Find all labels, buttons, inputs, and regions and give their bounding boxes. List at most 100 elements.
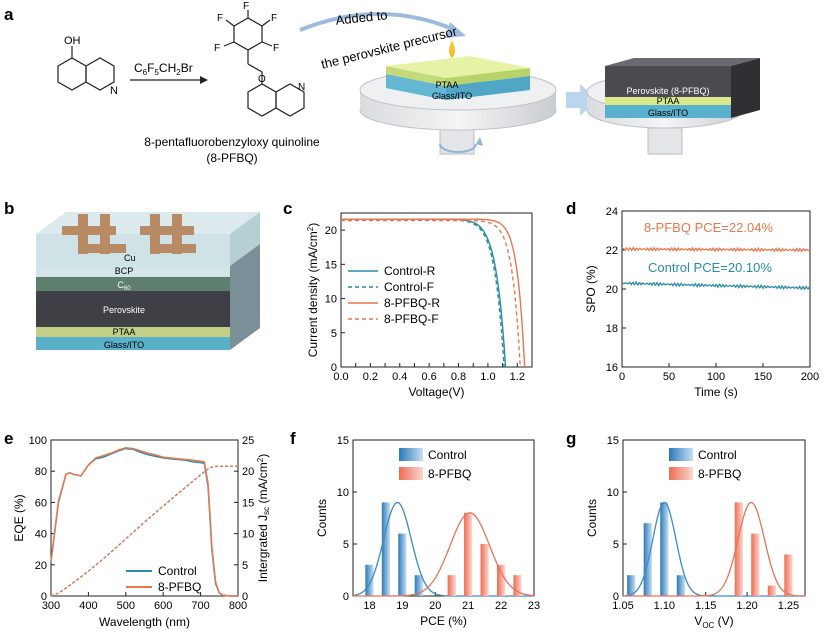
- hist-bar-8-PFBQ: [513, 575, 522, 596]
- x-tick-label: 0.2: [363, 371, 378, 383]
- atom-f-5: F: [273, 43, 279, 54]
- x-tick-label: 21: [462, 600, 474, 612]
- y-tick-label: 24: [606, 206, 618, 218]
- y-tick-label: 100: [29, 435, 47, 447]
- atom-o: O: [258, 74, 266, 85]
- x-tick-label: 700: [191, 600, 209, 612]
- x-tick-label: 1.10: [654, 600, 675, 612]
- layer-ptaa-b: PTAA: [113, 327, 136, 337]
- hist-bar-Control: [627, 575, 636, 596]
- x-tick-label: 1.15: [695, 600, 716, 612]
- legend-label-8-PFBQ: 8-PFBQ: [428, 467, 471, 481]
- y-axis-label: Counts: [315, 499, 329, 537]
- y2-label-part: ): [256, 454, 270, 458]
- jv-curve-8-PFBQ-F: [341, 219, 521, 368]
- atom-n-1: N: [110, 85, 118, 97]
- x-axis-label: Time (s): [694, 385, 738, 399]
- y-axis-label-sup: 2: [306, 226, 315, 231]
- y-tick-label: 40: [35, 529, 47, 541]
- panel-label-b: b: [4, 199, 14, 218]
- x-tick-label: 22: [495, 600, 507, 612]
- layer-c60: C60: [117, 280, 131, 292]
- y2-label-part: (mA/cm: [256, 462, 270, 507]
- x-tick-label: 23: [528, 600, 540, 612]
- reagent-label: C6F5CH2Br: [134, 61, 193, 77]
- y-tick-label: 18: [606, 323, 618, 335]
- hist-bar-Control: [414, 575, 423, 596]
- added-arrow: [299, 12, 456, 32]
- x-tick-label: 500: [117, 600, 135, 612]
- x-tick-label: 200: [801, 371, 819, 383]
- process-arrow: [566, 84, 598, 116]
- hist-bar-8-PFBQ: [784, 554, 793, 596]
- x-tick-label: 600: [154, 600, 172, 612]
- legend-label-Control: Control: [158, 564, 197, 578]
- legend-swatch-8-PFBQ: [399, 467, 423, 480]
- x-axis-label: Voltage(V): [408, 385, 464, 399]
- y2-tick-label: 10: [242, 529, 254, 541]
- annotation-pfbq: 8-PFBQ PCE=22.04%: [644, 220, 773, 235]
- atom-f-4: F: [214, 43, 220, 54]
- legend-label-Control-F: Control-F: [384, 280, 434, 294]
- panel-label-d: d: [566, 199, 576, 218]
- y-axis-label-end: ): [306, 223, 320, 227]
- hist-bar-Control: [381, 502, 391, 596]
- y-axis-label: EQE (%): [12, 494, 26, 541]
- x-tick-label: 0.8: [451, 371, 466, 383]
- x-axis-label: VOC (V): [694, 614, 733, 630]
- x-axis-label-main: PCE (%): [420, 614, 467, 628]
- hist-bar-8-PFBQ: [734, 502, 743, 596]
- layer-ito: Glass/ITO: [432, 91, 472, 101]
- y2-tick-label: 25: [242, 435, 254, 447]
- y-tick-label: 5: [331, 328, 337, 340]
- y-tick-label: 0: [41, 591, 47, 603]
- x-tick-label: 19: [396, 600, 408, 612]
- y2-label-part: 2: [256, 457, 265, 462]
- y-tick-label: 15: [325, 259, 337, 271]
- y-tick-label: 0: [331, 362, 337, 374]
- y2-tick-label: 20: [242, 466, 254, 478]
- legend-swatch-8-PFBQ: [669, 467, 693, 480]
- y2-axis-label: Intergrated Jsc (mA/cm2): [256, 454, 271, 583]
- product-abbr: (8-PFBQ): [206, 151, 257, 165]
- hist-bar-Control: [398, 533, 407, 596]
- x-tick-label: 1.25: [778, 600, 799, 612]
- y-tick-label: 10: [337, 487, 349, 499]
- layer-bcp: BCP: [115, 266, 134, 276]
- panel-label-f: f: [290, 429, 296, 448]
- hist-bar-8-PFBQ: [447, 575, 456, 596]
- jv-curve-8-PFBQ-R: [341, 218, 526, 368]
- added-line1: Added to: [335, 7, 388, 27]
- y-tick-label: 0: [613, 591, 619, 603]
- panel-c-jv-curves: 0.00.10.20.30.40.50.60.70.80.91.01.11.20…: [306, 212, 533, 399]
- y2-tick-label: 5: [242, 560, 248, 572]
- x-tick-label: 20: [429, 600, 441, 612]
- hist-bar-8-PFBQ: [480, 544, 489, 596]
- integrated-jsc-8-PFBQ: [50, 465, 238, 597]
- panel-label-e: e: [4, 429, 13, 448]
- x-axis-label-sub: OC: [702, 621, 714, 630]
- x-tick-label: 1.0: [480, 371, 495, 383]
- x-tick-label: 300: [42, 600, 60, 612]
- y-axis-label: Counts: [585, 499, 599, 537]
- legend-label-8-PFBQ: 8-PFBQ: [158, 580, 201, 594]
- legend-label-8-PFBQ-F: 8-PFBQ-F: [384, 312, 439, 326]
- y-axis-label: Current density (mA/cm2): [306, 223, 320, 357]
- x-tick-label: 0.6: [422, 371, 437, 383]
- y-tick-label: 10: [607, 487, 619, 499]
- x-tick-label: 0.0: [333, 371, 348, 383]
- hist-bar-8-PFBQ: [496, 564, 506, 596]
- atom-n-2: N: [298, 82, 305, 93]
- y-axis-label-main: Current density (mA/cm: [306, 231, 320, 357]
- added-arrowhead: [446, 22, 466, 38]
- pfbq-structure: [223, 10, 305, 117]
- y-tick-label: 15: [337, 435, 349, 447]
- atom-oh: OH: [64, 35, 81, 47]
- y-tick-label: 0: [343, 591, 349, 603]
- hydroxyquinoline-structure: [57, 46, 115, 91]
- eqe-curve-8-PFBQ: [50, 447, 238, 597]
- spin-coater-2: [586, 58, 760, 155]
